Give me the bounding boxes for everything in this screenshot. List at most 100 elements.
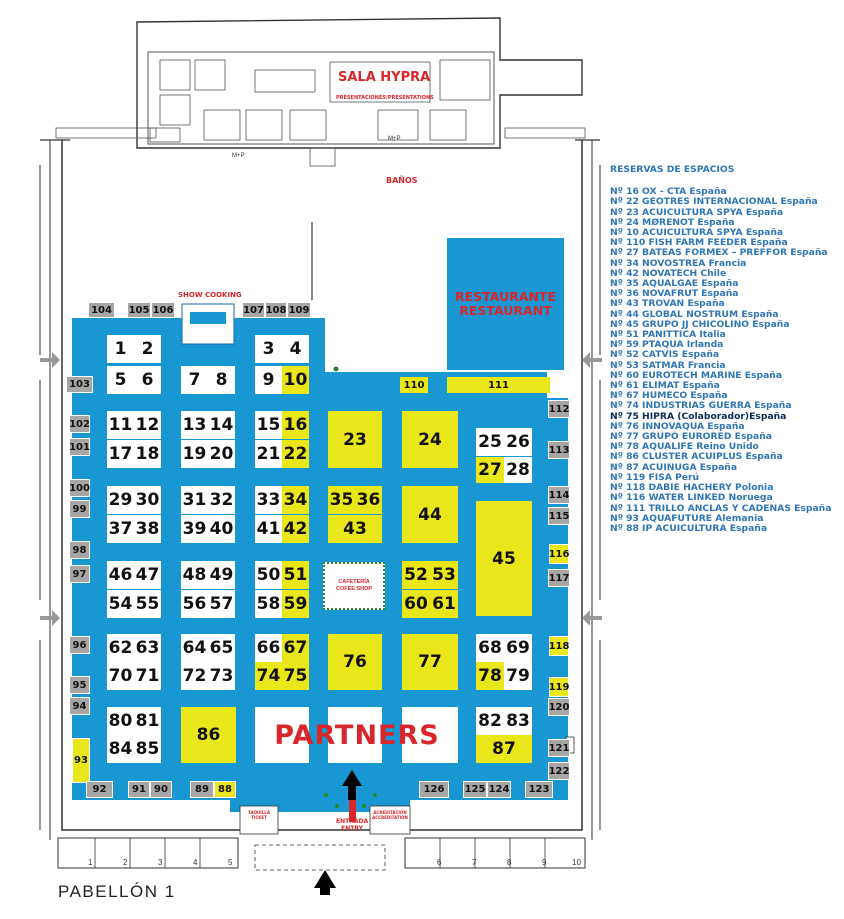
stand-8[interactable]: 8 — [208, 366, 235, 394]
stand-70[interactable]: 70 — [107, 662, 134, 690]
stand-124[interactable]: 124 — [487, 781, 511, 798]
stand-82[interactable]: 82 — [476, 707, 504, 735]
stand-68[interactable]: 68 — [476, 634, 504, 662]
stand-17[interactable]: 17 — [107, 440, 134, 468]
stand-119[interactable]: 119 — [549, 677, 569, 697]
stand-109[interactable]: 109 — [287, 302, 311, 318]
stand-121[interactable]: 121 — [548, 739, 570, 757]
stand-53[interactable]: 53 — [430, 561, 458, 589]
stand-104[interactable]: 104 — [88, 302, 115, 318]
stand-28[interactable]: 28 — [504, 457, 532, 483]
stand-67[interactable]: 67 — [282, 634, 309, 662]
stand-26[interactable]: 26 — [504, 428, 532, 456]
stand-42[interactable]: 42 — [282, 515, 309, 543]
stand-98[interactable]: 98 — [69, 541, 90, 559]
stand-72[interactable]: 72 — [181, 662, 208, 690]
stand-1[interactable]: 1 — [107, 335, 134, 363]
stand-30[interactable]: 30 — [134, 486, 161, 514]
stand-99[interactable]: 99 — [69, 500, 90, 518]
stand-120[interactable]: 120 — [548, 698, 570, 716]
stand-37[interactable]: 37 — [107, 515, 134, 543]
stand-43[interactable]: 43 — [328, 515, 382, 543]
stand-71[interactable]: 71 — [134, 662, 161, 690]
stand-33[interactable]: 33 — [255, 486, 282, 514]
stand-106[interactable]: 106 — [151, 302, 175, 318]
stand-49[interactable]: 49 — [208, 561, 235, 589]
stand-65[interactable]: 65 — [208, 634, 235, 662]
stand-61[interactable]: 61 — [430, 590, 458, 618]
stand-51[interactable]: 51 — [282, 561, 309, 589]
stand-13[interactable]: 13 — [181, 411, 208, 439]
stand-111[interactable]: 111 — [447, 377, 550, 393]
stand-66[interactable]: 66 — [255, 634, 282, 662]
stand-112[interactable]: 112 — [548, 400, 570, 418]
stand-45[interactable]: 45 — [476, 501, 532, 616]
stand-90[interactable]: 90 — [150, 781, 172, 798]
stand-76[interactable]: 76 — [328, 634, 382, 690]
stand-16[interactable]: 16 — [282, 411, 309, 439]
stand-122[interactable]: 122 — [548, 762, 570, 780]
stand-81[interactable]: 81 — [134, 707, 161, 735]
stand-39[interactable]: 39 — [181, 515, 208, 543]
cafeteria[interactable]: CAFETERÍA COFEE SHOP — [323, 562, 385, 610]
stand-92[interactable]: 92 — [86, 781, 113, 798]
stand-79[interactable]: 79 — [504, 662, 532, 690]
stand-12[interactable]: 12 — [134, 411, 161, 439]
stand-115[interactable]: 115 — [548, 507, 570, 525]
stand-60[interactable]: 60 — [402, 590, 430, 618]
stand-102[interactable]: 102 — [69, 415, 90, 433]
stand-64[interactable]: 64 — [181, 634, 208, 662]
stand-123[interactable]: 123 — [525, 781, 553, 798]
stand-47[interactable]: 47 — [134, 561, 161, 589]
stand-21[interactable]: 21 — [255, 440, 282, 468]
stand-38[interactable]: 38 — [134, 515, 161, 543]
stand-6[interactable]: 6 — [134, 366, 161, 394]
stand-27[interactable]: 27 — [476, 457, 504, 483]
stand-83[interactable]: 83 — [504, 707, 532, 735]
stand-89[interactable]: 89 — [190, 781, 214, 798]
stand-41[interactable]: 41 — [255, 515, 282, 543]
stand-118[interactable]: 118 — [549, 636, 569, 656]
stand-100[interactable]: 100 — [69, 479, 90, 497]
stand-110[interactable]: 110 — [400, 377, 428, 393]
stand-78[interactable]: 78 — [476, 662, 504, 690]
stand-103[interactable]: 103 — [66, 376, 93, 393]
stand-88[interactable]: 88 — [214, 781, 236, 798]
stand-34[interactable]: 34 — [282, 486, 309, 514]
stand-73[interactable]: 73 — [208, 662, 235, 690]
stand-94[interactable]: 94 — [69, 697, 90, 715]
stand-11[interactable]: 11 — [107, 411, 134, 439]
stand-93[interactable]: 93 — [72, 738, 90, 783]
stand-57[interactable]: 57 — [208, 590, 235, 618]
stand-116[interactable]: 116 — [549, 544, 569, 564]
stand-62[interactable]: 62 — [107, 634, 134, 662]
stand-7[interactable]: 7 — [181, 366, 208, 394]
stand-15[interactable]: 15 — [255, 411, 282, 439]
stand-97[interactable]: 97 — [69, 565, 90, 583]
stand-10[interactable]: 10 — [282, 366, 309, 394]
stand-105[interactable]: 105 — [127, 302, 151, 318]
stand-117[interactable]: 117 — [548, 569, 570, 587]
stand-24[interactable]: 24 — [402, 411, 458, 468]
stand-59[interactable]: 59 — [282, 590, 309, 618]
stand-35[interactable]: 35 — [328, 486, 355, 514]
stand-40[interactable]: 40 — [208, 515, 235, 543]
stand-87[interactable]: 87 — [476, 735, 532, 763]
stand-56[interactable]: 56 — [181, 590, 208, 618]
stand-63[interactable]: 63 — [134, 634, 161, 662]
stand-14[interactable]: 14 — [208, 411, 235, 439]
stand-101[interactable]: 101 — [69, 438, 90, 456]
stand-125[interactable]: 125 — [463, 781, 487, 798]
stand-75[interactable]: 75 — [282, 662, 309, 690]
stand-44[interactable]: 44 — [402, 486, 458, 543]
stand-36[interactable]: 36 — [355, 486, 382, 514]
stand-23[interactable]: 23 — [328, 411, 382, 468]
stand-58[interactable]: 58 — [255, 590, 282, 618]
stand-52[interactable]: 52 — [402, 561, 430, 589]
stand-85[interactable]: 85 — [134, 735, 161, 763]
stand-126[interactable]: 126 — [419, 781, 449, 798]
stand-20[interactable]: 20 — [208, 440, 235, 468]
stand-3[interactable]: 3 — [255, 335, 282, 363]
stand-77[interactable]: 77 — [402, 634, 458, 690]
stand-5[interactable]: 5 — [107, 366, 134, 394]
